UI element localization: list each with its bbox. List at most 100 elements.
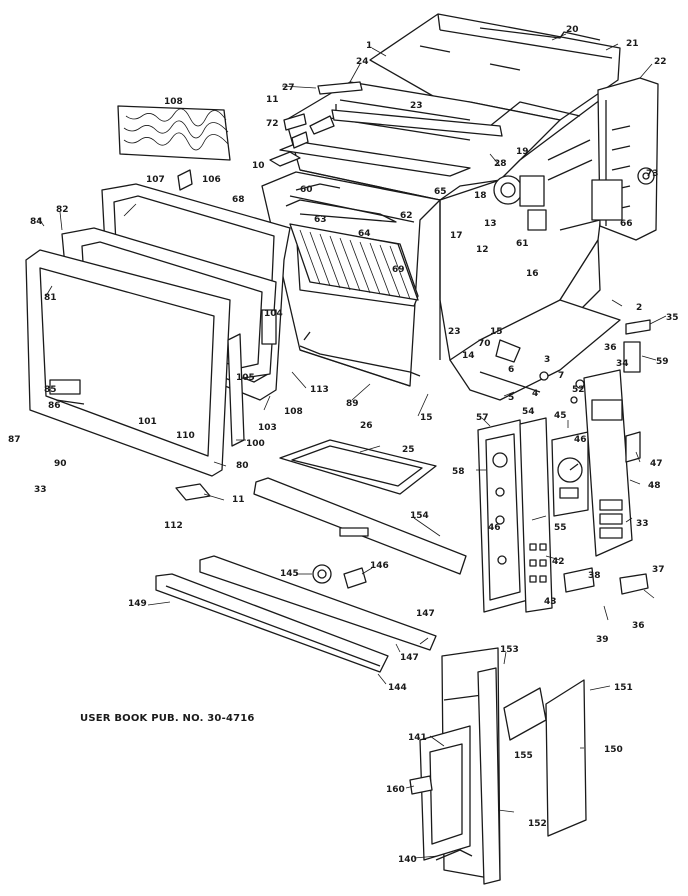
callout-105: 105 bbox=[236, 373, 255, 383]
callout-141: 141 bbox=[408, 733, 427, 743]
callout-80: 80 bbox=[236, 461, 249, 471]
user-book-caption: USER BOOK PUB. NO. 30-4716 bbox=[80, 713, 255, 724]
top-small-parts bbox=[177, 113, 335, 191]
side-bracket-152 bbox=[419, 667, 501, 885]
callout-35: 35 bbox=[666, 313, 679, 323]
callout-labels: 1 20 21 22 24 27 23 11 72 10 19 28 108 1… bbox=[8, 25, 679, 865]
callout-54: 54 bbox=[522, 407, 535, 417]
callout-16: 16 bbox=[526, 269, 539, 279]
callout-23: 23 bbox=[448, 327, 461, 337]
callout-23-top: 23 bbox=[410, 101, 423, 111]
callout-60: 60 bbox=[300, 185, 313, 195]
callout-7: 7 bbox=[558, 371, 564, 381]
callout-63: 63 bbox=[314, 215, 327, 225]
bottom-bracket bbox=[409, 775, 473, 861]
callout-140: 140 bbox=[398, 855, 417, 865]
callout-5: 5 bbox=[508, 393, 514, 403]
callout-146-knob: 146 bbox=[370, 561, 389, 571]
callout-43: 43 bbox=[544, 597, 557, 607]
callout-11b: 11 bbox=[232, 495, 245, 505]
drawer-front-panel bbox=[199, 555, 437, 651]
callout-22: 22 bbox=[654, 57, 667, 67]
callout-33b: 33 bbox=[636, 519, 649, 529]
door-gasket bbox=[117, 105, 231, 161]
callout-13: 13 bbox=[484, 219, 497, 229]
callout-55: 55 bbox=[554, 523, 567, 533]
callout-46: 46 bbox=[574, 435, 587, 445]
callout-113: 113 bbox=[310, 385, 329, 395]
callout-73: 73 bbox=[646, 169, 659, 179]
callout-2: 2 bbox=[636, 303, 642, 313]
callout-89: 89 bbox=[346, 399, 359, 409]
callout-110: 110 bbox=[176, 431, 195, 441]
door-handle-end bbox=[175, 483, 211, 501]
callout-52: 52 bbox=[572, 385, 585, 395]
callout-90: 90 bbox=[54, 459, 67, 469]
callout-19: 19 bbox=[516, 147, 529, 157]
callout-68: 68 bbox=[232, 195, 245, 205]
control-panel-backing bbox=[519, 417, 553, 613]
callout-47: 47 bbox=[650, 459, 663, 469]
callout-101: 101 bbox=[138, 417, 157, 427]
callout-155: 155 bbox=[514, 751, 533, 761]
callout-69: 69 bbox=[392, 265, 405, 275]
callout-87: 87 bbox=[8, 435, 21, 445]
callout-103: 103 bbox=[258, 423, 277, 433]
clock-timer-module bbox=[551, 431, 589, 517]
oven-bottom-pan bbox=[449, 299, 621, 401]
callout-108-gasket: 108 bbox=[164, 97, 183, 107]
callout-25: 25 bbox=[402, 445, 415, 455]
callout-42: 42 bbox=[552, 557, 565, 567]
callout-148: 147 bbox=[416, 609, 435, 619]
callout-154: 154 bbox=[410, 511, 429, 521]
outer-cabinet-wrapper bbox=[369, 13, 621, 121]
callout-6: 6 bbox=[508, 365, 514, 375]
callout-160: 160 bbox=[386, 785, 405, 795]
callout-112: 112 bbox=[164, 521, 183, 531]
callout-36b: 36 bbox=[632, 621, 645, 631]
callout-86: 86 bbox=[48, 401, 61, 411]
side-trim-piece-155 bbox=[503, 687, 547, 741]
callout-72: 72 bbox=[266, 119, 279, 129]
callout-100: 100 bbox=[246, 439, 265, 449]
callout-144: 144 bbox=[388, 683, 407, 693]
broil-element bbox=[285, 183, 397, 223]
control-small-parts bbox=[563, 319, 651, 595]
callout-34: 34 bbox=[616, 359, 629, 369]
callout-64: 64 bbox=[358, 229, 371, 239]
callout-20: 20 bbox=[566, 25, 579, 35]
control-panel-frame bbox=[477, 419, 529, 613]
callout-104: 104 bbox=[264, 309, 283, 319]
callout-33: 33 bbox=[34, 485, 47, 495]
callout-11: 11 bbox=[266, 95, 279, 105]
callout-151: 151 bbox=[614, 683, 633, 693]
callout-37: 37 bbox=[652, 565, 665, 575]
callout-57: 57 bbox=[476, 413, 489, 423]
broiler-pan bbox=[279, 439, 437, 495]
callout-82: 82 bbox=[56, 205, 69, 215]
callout-149: 149 bbox=[128, 599, 147, 609]
callout-145: 145 bbox=[280, 569, 299, 579]
callout-1: 1 bbox=[366, 41, 372, 51]
callout-15: 15 bbox=[490, 327, 503, 337]
right-side-panel bbox=[591, 77, 659, 241]
door-hinge-left bbox=[227, 309, 277, 447]
callout-85: 85 bbox=[44, 385, 57, 395]
callout-14: 14 bbox=[462, 351, 475, 361]
callout-70: 70 bbox=[478, 339, 491, 349]
callout-38: 38 bbox=[588, 571, 601, 581]
callout-12: 12 bbox=[476, 245, 489, 255]
oven-rack bbox=[289, 223, 419, 301]
kick-panel bbox=[155, 573, 389, 673]
callout-153: 153 bbox=[500, 645, 519, 655]
bake-element bbox=[299, 331, 421, 377]
control-trim-bar bbox=[253, 477, 467, 575]
knob-assembly bbox=[312, 564, 367, 589]
callout-66: 66 bbox=[620, 219, 633, 229]
callout-84: 84 bbox=[30, 217, 43, 227]
callout-59: 59 bbox=[656, 357, 669, 367]
callout-45: 45 bbox=[554, 411, 567, 421]
callout-24: 24 bbox=[356, 57, 369, 67]
callout-18: 18 bbox=[474, 191, 487, 201]
